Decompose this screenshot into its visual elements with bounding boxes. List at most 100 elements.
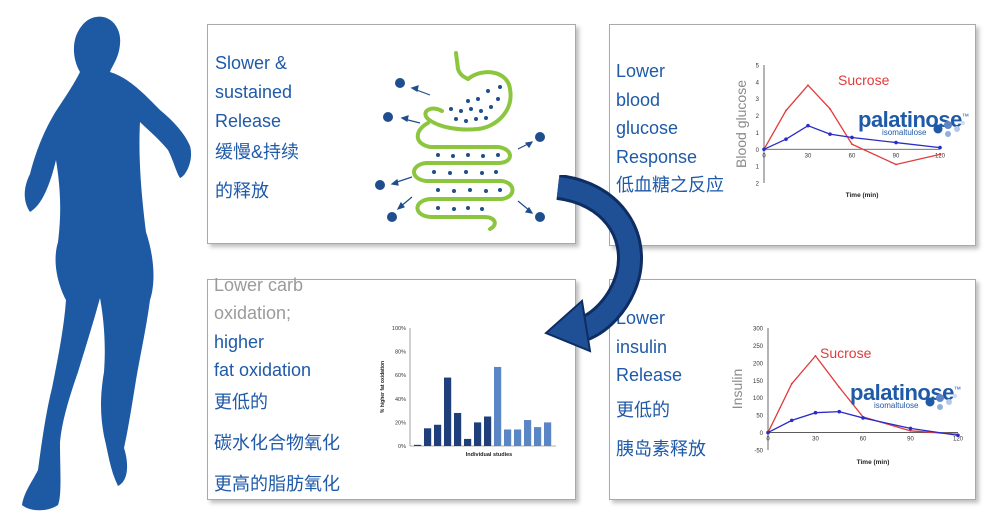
data-point	[762, 147, 766, 152]
y-tick-label: 200	[753, 361, 764, 367]
brand-logo-glucose: palatinose™	[858, 107, 969, 133]
text-line: glucose	[616, 118, 679, 139]
data-point	[850, 135, 854, 140]
text-line: Lower	[616, 308, 666, 328]
data-point	[894, 140, 898, 145]
x-tick-label: 60	[849, 153, 856, 159]
x-tick-label: 90	[893, 153, 900, 159]
text-line: sustained	[215, 82, 293, 102]
intestines	[412, 121, 515, 231]
nutrient-dot	[387, 212, 397, 222]
y-tick-label: -50	[754, 449, 763, 455]
text-line: Release	[616, 365, 683, 386]
y-tick-label: 1	[756, 131, 760, 137]
y-tick-label: 100%	[392, 326, 406, 332]
brand-name: palatinose	[858, 107, 962, 132]
y-tick-label: 0	[756, 148, 760, 154]
bar	[484, 416, 492, 446]
y-tick-label: 0	[760, 431, 764, 437]
data-point	[807, 84, 809, 87]
text-line: Slower &	[215, 53, 288, 73]
data-point	[829, 107, 831, 110]
y-tick-label: 1	[756, 165, 760, 171]
nutrient-dot	[383, 112, 393, 122]
bar	[474, 422, 482, 446]
bar	[504, 429, 512, 446]
data-point	[828, 132, 832, 136]
text-line: insulin	[616, 336, 668, 357]
nutrient-dot	[535, 212, 545, 222]
y-tick-label: 100	[753, 396, 764, 402]
oxidation-text: Lower carb oxidation; higher fat oxidati…	[214, 271, 340, 499]
panel-oxidation: Lower carb oxidation; higher fat oxidati…	[207, 275, 576, 500]
digestion-text: Slower & sustained Release 缓慢&持续 的释放	[215, 49, 299, 206]
bar	[534, 427, 542, 446]
data-point	[895, 163, 897, 166]
text-line: blood	[616, 89, 661, 110]
data-point	[806, 123, 810, 128]
text-line: Lower	[616, 61, 666, 81]
series-line	[767, 411, 959, 437]
x-tick-label: 60	[860, 437, 867, 443]
data-point	[939, 153, 941, 156]
brand-subtitle: isomaltulose	[874, 401, 919, 410]
brand-bubbles-icon	[933, 121, 965, 137]
text-line: 更低的	[616, 399, 670, 420]
brand-tm: ™	[961, 113, 969, 121]
runner-silhouette	[22, 16, 192, 511]
brand-tm: ™	[953, 386, 961, 394]
y-tick-label: 2	[756, 182, 760, 188]
y-tick-label: 20%	[395, 420, 406, 426]
data-point	[956, 433, 960, 438]
data-point	[938, 145, 942, 150]
bar	[524, 420, 532, 446]
x-tick-label: 30	[812, 437, 819, 443]
y-tick-label: 60%	[395, 373, 406, 379]
text-line: 低血糖之反应	[616, 175, 724, 196]
x-tick-label: 0	[762, 153, 766, 159]
data-point	[784, 137, 788, 141]
y-tick-label: 2	[756, 114, 760, 120]
data-point	[861, 416, 865, 420]
data-point	[785, 109, 787, 112]
y-tick-label: 0%	[398, 444, 406, 450]
text-line: Response	[616, 146, 698, 167]
stomach	[423, 70, 513, 132]
text-line: Release	[215, 111, 282, 131]
y-tick-label: 80%	[395, 350, 406, 356]
brand-bubbles-icon	[925, 394, 957, 410]
text-line: higher	[214, 331, 265, 352]
y-tick-label: 3	[756, 97, 760, 103]
text-line: 碳水化合物氧化	[214, 433, 340, 454]
x-axis-label: Time (min)	[857, 459, 890, 466]
text-line-muted: oxidation;	[214, 303, 292, 324]
y-tick-label: 300	[753, 327, 764, 333]
text-line: 更低的	[214, 391, 268, 412]
x-tick-label: 120	[953, 437, 964, 443]
bar	[434, 424, 442, 446]
nutrient-dot	[535, 132, 545, 142]
data-point	[851, 143, 853, 146]
data-point	[838, 386, 841, 389]
bar	[444, 377, 452, 446]
data-point	[837, 409, 842, 414]
series-label-sucrose: Sucrose	[838, 72, 890, 88]
x-tick-label: 120	[935, 153, 946, 159]
nutrient-dot	[375, 180, 385, 190]
y-tick-label: 4	[756, 80, 760, 86]
series-label-sucrose: Sucrose	[820, 345, 872, 361]
y-tick-label: 250	[753, 344, 764, 350]
glucose-text: Lower blood glucose Response 低血糖之反应	[616, 57, 724, 200]
x-tick-label: 0	[766, 437, 770, 443]
data-point	[813, 410, 818, 415]
curved-arrow	[544, 175, 643, 353]
y-axis-label: % higher fat oxidation	[380, 361, 386, 413]
bar	[514, 429, 522, 446]
y-axis-label: Blood glucose	[733, 80, 749, 168]
data-point	[908, 426, 913, 431]
text-line: 缓慢&持续	[215, 142, 300, 162]
text-line-muted: Lower carb	[214, 275, 304, 295]
text-line: fat oxidation	[214, 360, 312, 381]
text-line: 胰岛素释放	[616, 439, 706, 460]
